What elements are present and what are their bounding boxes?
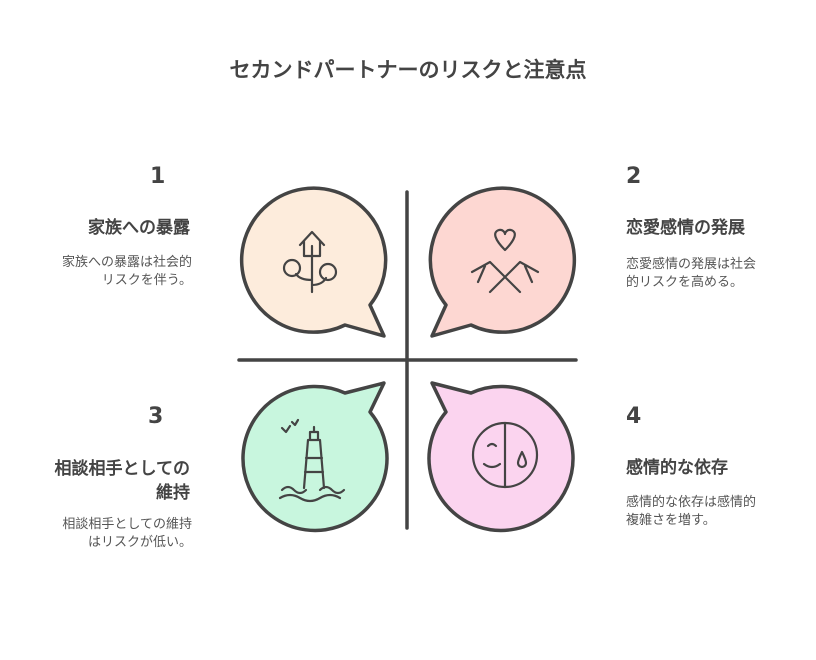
hands-heart-icon [470, 228, 540, 294]
item-3-number: 3 [148, 404, 164, 429]
item-2-description: 恋愛感情の発展は社会的リスクを高める。 [626, 257, 757, 290]
lighthouse-icon [278, 418, 346, 503]
page-title: セカンドパートナーのリスクと注意点 [229, 58, 587, 82]
item-4-heading: 感情的な依存 [626, 458, 728, 478]
bubble-1 [239, 186, 388, 338]
item-4-description: 感情的な依存は感情的複雑さを増す。 [626, 495, 757, 528]
item-1-heading: 家族への暴露 [88, 218, 190, 238]
item-1-number: 1 [150, 164, 166, 189]
bubble-3 [241, 381, 389, 533]
sad-face-icon [471, 421, 539, 489]
item-4-number: 4 [626, 404, 642, 429]
item-1-description: 家族への暴露は社会的リスクを伴う。 [61, 255, 192, 288]
bubble-2 [428, 186, 577, 338]
house-flowers-icon [282, 230, 338, 294]
item-2-number: 2 [626, 164, 642, 189]
item-2-heading: 恋愛感情の発展 [626, 218, 745, 238]
item-3-description: 相談相手としての維持はリスクが低い。 [62, 517, 192, 550]
bubble-4 [427, 381, 575, 533]
item-3-heading: 相談相手としての維持 [54, 459, 191, 503]
